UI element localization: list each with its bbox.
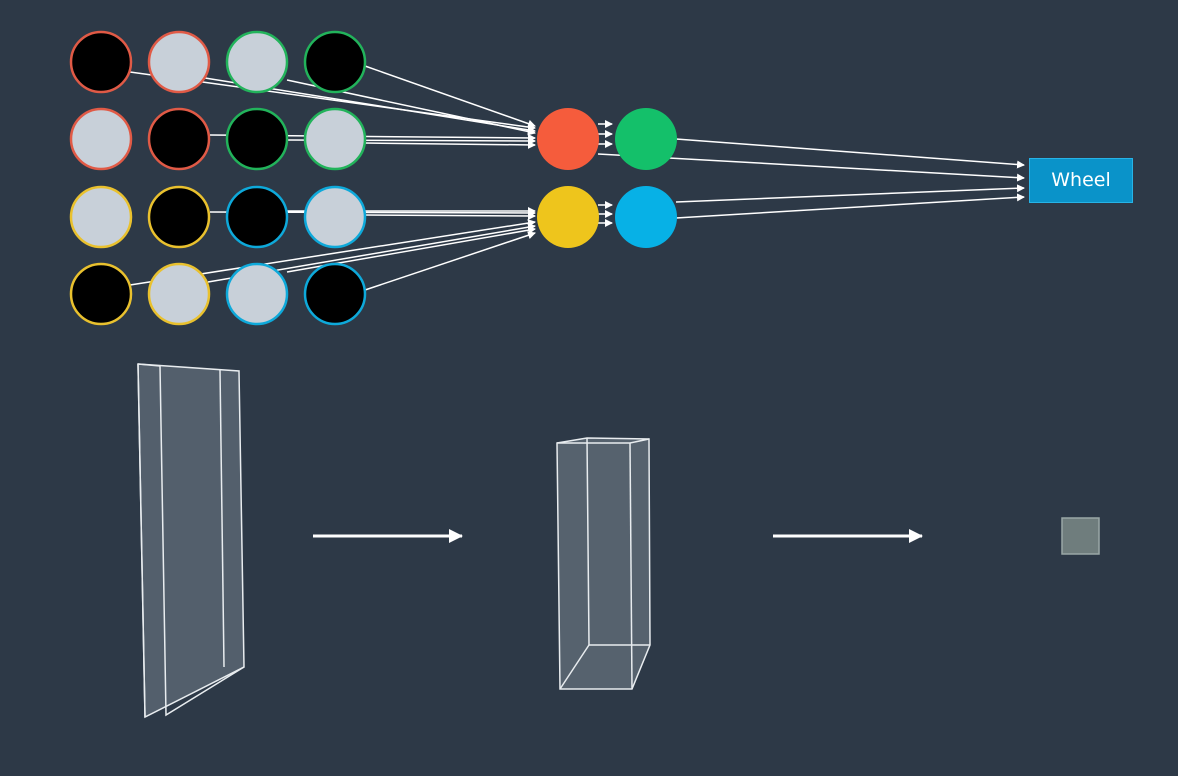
small-volume-cube xyxy=(1061,517,1100,555)
input-node-gray-green xyxy=(225,30,289,94)
input-node-black-yellow xyxy=(69,262,133,326)
input-node-gray-red xyxy=(69,107,133,171)
input-node-gray-green xyxy=(303,107,367,171)
input-node-black-red xyxy=(147,107,211,171)
edge-line xyxy=(675,184,1025,203)
edge-line xyxy=(364,65,536,128)
input-node-black-green xyxy=(303,30,367,94)
medium-volume-box xyxy=(556,437,651,690)
hidden-node-red xyxy=(537,108,599,170)
edge-line xyxy=(364,140,536,149)
edge-line xyxy=(675,193,1025,219)
input-node-gray-yellow xyxy=(147,262,211,326)
hidden-node-green xyxy=(615,108,677,170)
input-node-black-red xyxy=(69,30,133,94)
input-node-gray-blue xyxy=(225,262,289,326)
input-node-gray-blue xyxy=(303,185,367,249)
input-node-black-blue xyxy=(225,185,289,249)
output-wheel-box: Wheel xyxy=(1029,158,1133,203)
edge-line xyxy=(364,231,536,291)
input-node-black-blue xyxy=(303,262,367,326)
hidden-node-yellow xyxy=(537,186,599,248)
edge-line xyxy=(364,211,536,220)
hidden-node-blue xyxy=(615,186,677,248)
output-wheel-label: Wheel xyxy=(1051,169,1111,191)
input-node-black-yellow xyxy=(147,185,211,249)
connection-lines xyxy=(129,65,1025,291)
input-node-gray-yellow xyxy=(69,185,133,249)
large-volume-box xyxy=(137,363,245,719)
edge-line xyxy=(675,138,1025,169)
input-node-gray-red xyxy=(147,30,211,94)
input-node-black-green xyxy=(225,107,289,171)
hidden-layer xyxy=(537,108,677,248)
input-node-grid xyxy=(69,30,367,326)
